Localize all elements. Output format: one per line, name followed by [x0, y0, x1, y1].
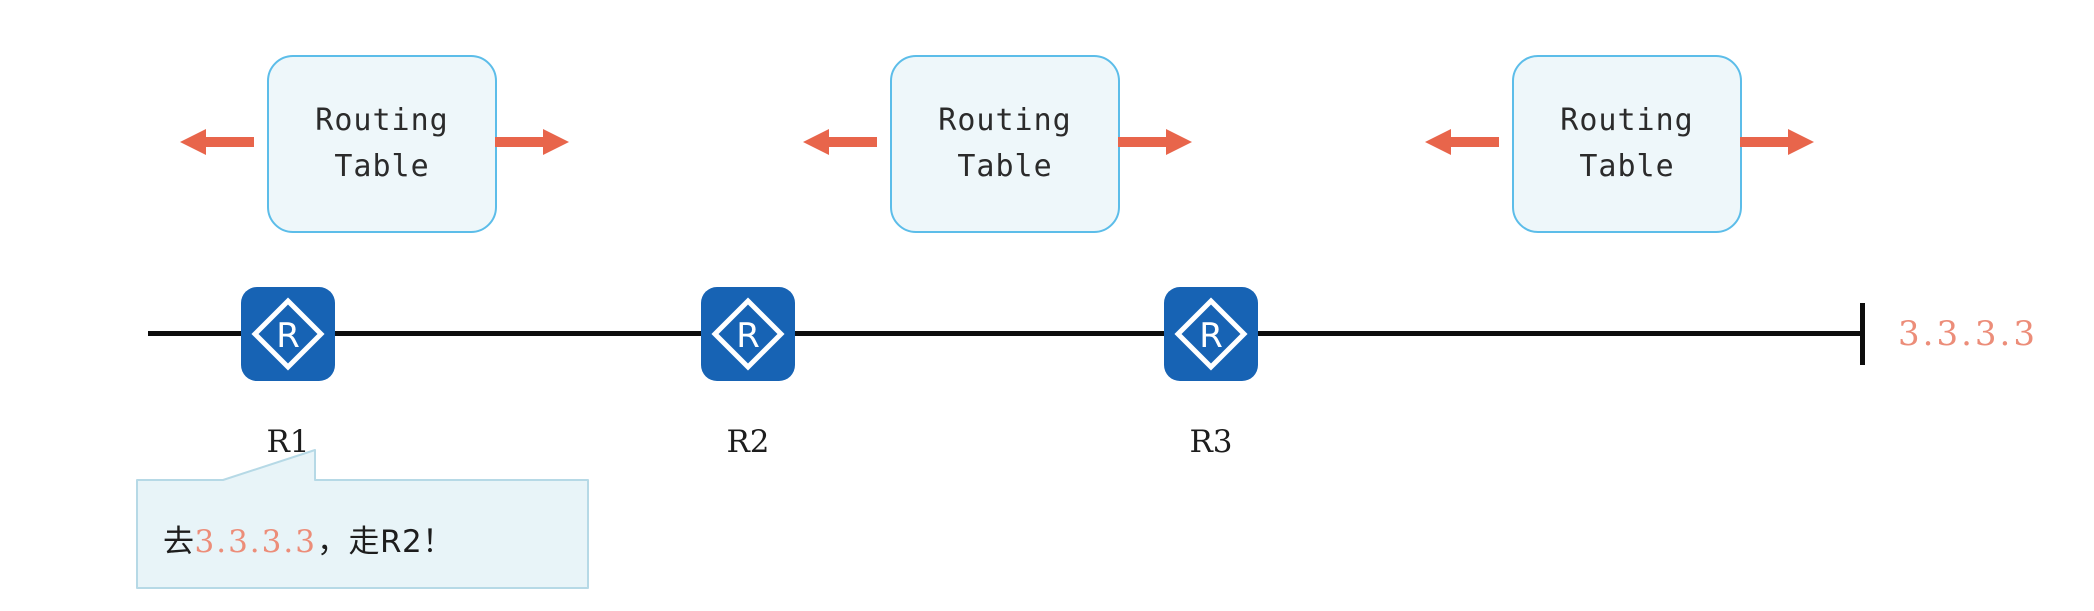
- routing-table-2-line1: Routing: [938, 102, 1072, 138]
- routing-table-3-right-arrow-icon: [1740, 127, 1814, 157]
- routing-table-2-right-arrow-icon: [1118, 127, 1192, 157]
- link-segment-left-stub: [148, 331, 258, 336]
- routing-table-3-line2: Table: [1579, 149, 1675, 184]
- router-label-r3: R3: [1189, 424, 1233, 460]
- routing-table-1-line2: Table: [334, 149, 430, 184]
- callout-ip: 3.3.3.3: [194, 524, 317, 560]
- router-icon-r2[interactable]: R: [701, 287, 795, 381]
- routing-table-box-1: Routing Table: [267, 55, 497, 233]
- router-label-r2: R2: [726, 424, 770, 460]
- svg-text:R: R: [736, 316, 760, 356]
- router-icon-r3[interactable]: R: [1164, 287, 1258, 381]
- routing-table-2-line2: Table: [957, 149, 1053, 184]
- routing-table-1-line1: Routing: [315, 102, 449, 138]
- routing-table-box-3: Routing Table: [1512, 55, 1742, 233]
- routing-table-2-left-arrow-icon: [803, 127, 877, 157]
- router-icon-r1[interactable]: R: [241, 287, 335, 381]
- link-segment-r3-endpoint: [1252, 331, 1864, 336]
- callout-bubble: 去3.3.3.3，走R2！: [135, 448, 590, 590]
- link-segment-r2-r3: [790, 331, 1183, 336]
- callout-prefix: 去: [163, 524, 195, 560]
- svg-text:R: R: [1199, 316, 1223, 356]
- routing-table-1-right-arrow-icon: [495, 127, 569, 157]
- routing-table-box-2: Routing Table: [890, 55, 1120, 233]
- routing-table-1-left-arrow-icon: [180, 127, 254, 157]
- callout-shape: [136, 449, 589, 589]
- callout-text: 去3.3.3.3，走R2！: [163, 516, 563, 561]
- routing-table-3-left-arrow-icon: [1425, 127, 1499, 157]
- routing-table-3-line1: Routing: [1560, 102, 1694, 138]
- svg-text:R: R: [276, 316, 300, 356]
- link-segment-r1-r2: [330, 331, 720, 336]
- callout-suffix: ，走R2！: [316, 524, 454, 560]
- link-endpoint-tick: [1860, 303, 1865, 365]
- destination-ip-label: 3.3.3.3: [1898, 314, 2038, 354]
